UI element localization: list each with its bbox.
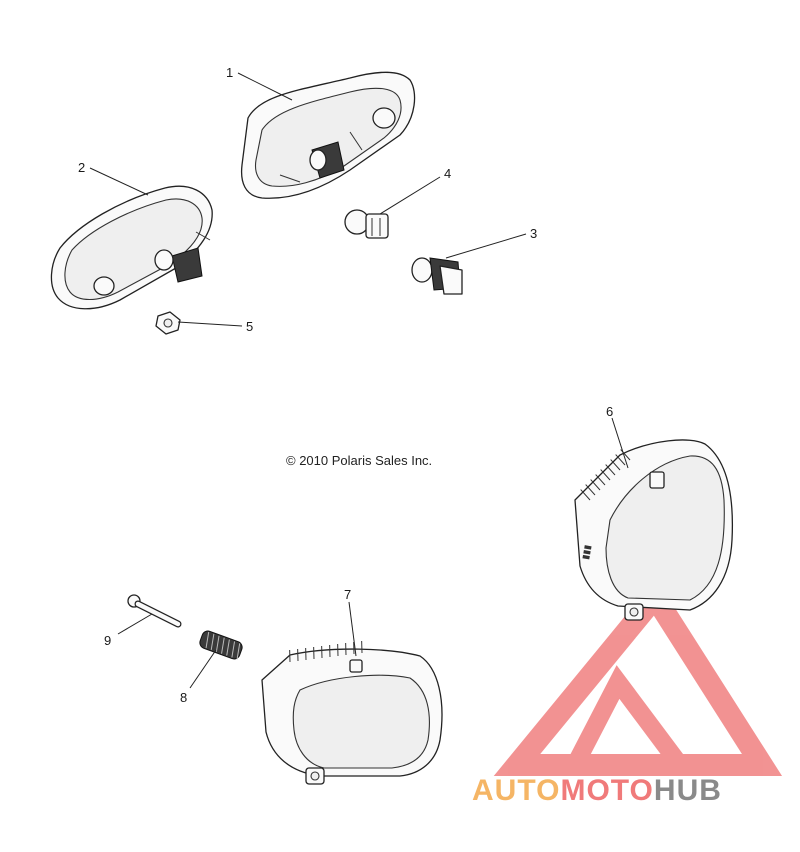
part-2-tail-light-housing [50, 185, 213, 310]
callout-8: 8 [180, 690, 187, 705]
part-3-bulb-socket [411, 257, 463, 295]
callout-9: 9 [104, 633, 111, 648]
callout-2: 2 [78, 160, 85, 175]
part-9-pin [127, 594, 182, 628]
spring-coil [210, 633, 215, 651]
svg-text:▮▮▮: ▮▮▮ [580, 544, 592, 560]
leader-6 [611, 417, 629, 469]
callout-4: 4 [444, 166, 451, 181]
leader-2 [89, 167, 149, 196]
spring-coil [236, 643, 241, 660]
callout-3: 3 [530, 226, 537, 241]
leader-4 [379, 176, 441, 215]
copyright-notice: © 2010 Polaris Sales Inc. [286, 453, 432, 468]
cooling-fin [610, 459, 621, 471]
cooling-fin [605, 464, 616, 476]
callout-5: 5 [246, 319, 253, 334]
spring-coil [215, 635, 220, 652]
cooling-fin [600, 469, 611, 481]
cooling-fin [585, 484, 596, 496]
spring-coil [205, 631, 210, 649]
part-8-spring [199, 630, 243, 660]
leader-3 [445, 233, 527, 259]
watermark-word-hub: HUB [654, 774, 722, 807]
leader-5 [177, 321, 243, 327]
spring-coil [221, 637, 225, 654]
part-7-headlight [261, 640, 443, 785]
leader-lines [89, 72, 629, 689]
callout-1: 1 [226, 65, 233, 80]
watermark-logo-mark [493, 578, 783, 776]
callout-7: 7 [344, 587, 351, 602]
watermark-word-moto: MOTO [560, 774, 653, 807]
part-6-headlight: ▮▮▮ [574, 439, 734, 621]
cooling-fin [590, 479, 601, 491]
spring-coil [231, 641, 236, 658]
part-5-nut [155, 311, 181, 335]
watermark-word-auto: AUTO [472, 774, 560, 807]
leader-8 [189, 649, 217, 689]
spring-coil [226, 639, 230, 656]
leader-7 [348, 601, 357, 657]
cooling-fin [595, 474, 606, 486]
cooling-fin [580, 489, 591, 501]
part-1-tail-light-housing [240, 71, 416, 199]
leader-9 [117, 613, 153, 635]
cooling-fin [615, 454, 626, 466]
watermark-wordmark: AUTOMOTOHUB [472, 774, 722, 807]
leader-1 [237, 72, 293, 101]
callout-6: 6 [606, 404, 613, 419]
part-4-bulb [344, 209, 389, 239]
callout-labels: 1 2 3 4 5 6 7 8 9 [78, 65, 613, 705]
